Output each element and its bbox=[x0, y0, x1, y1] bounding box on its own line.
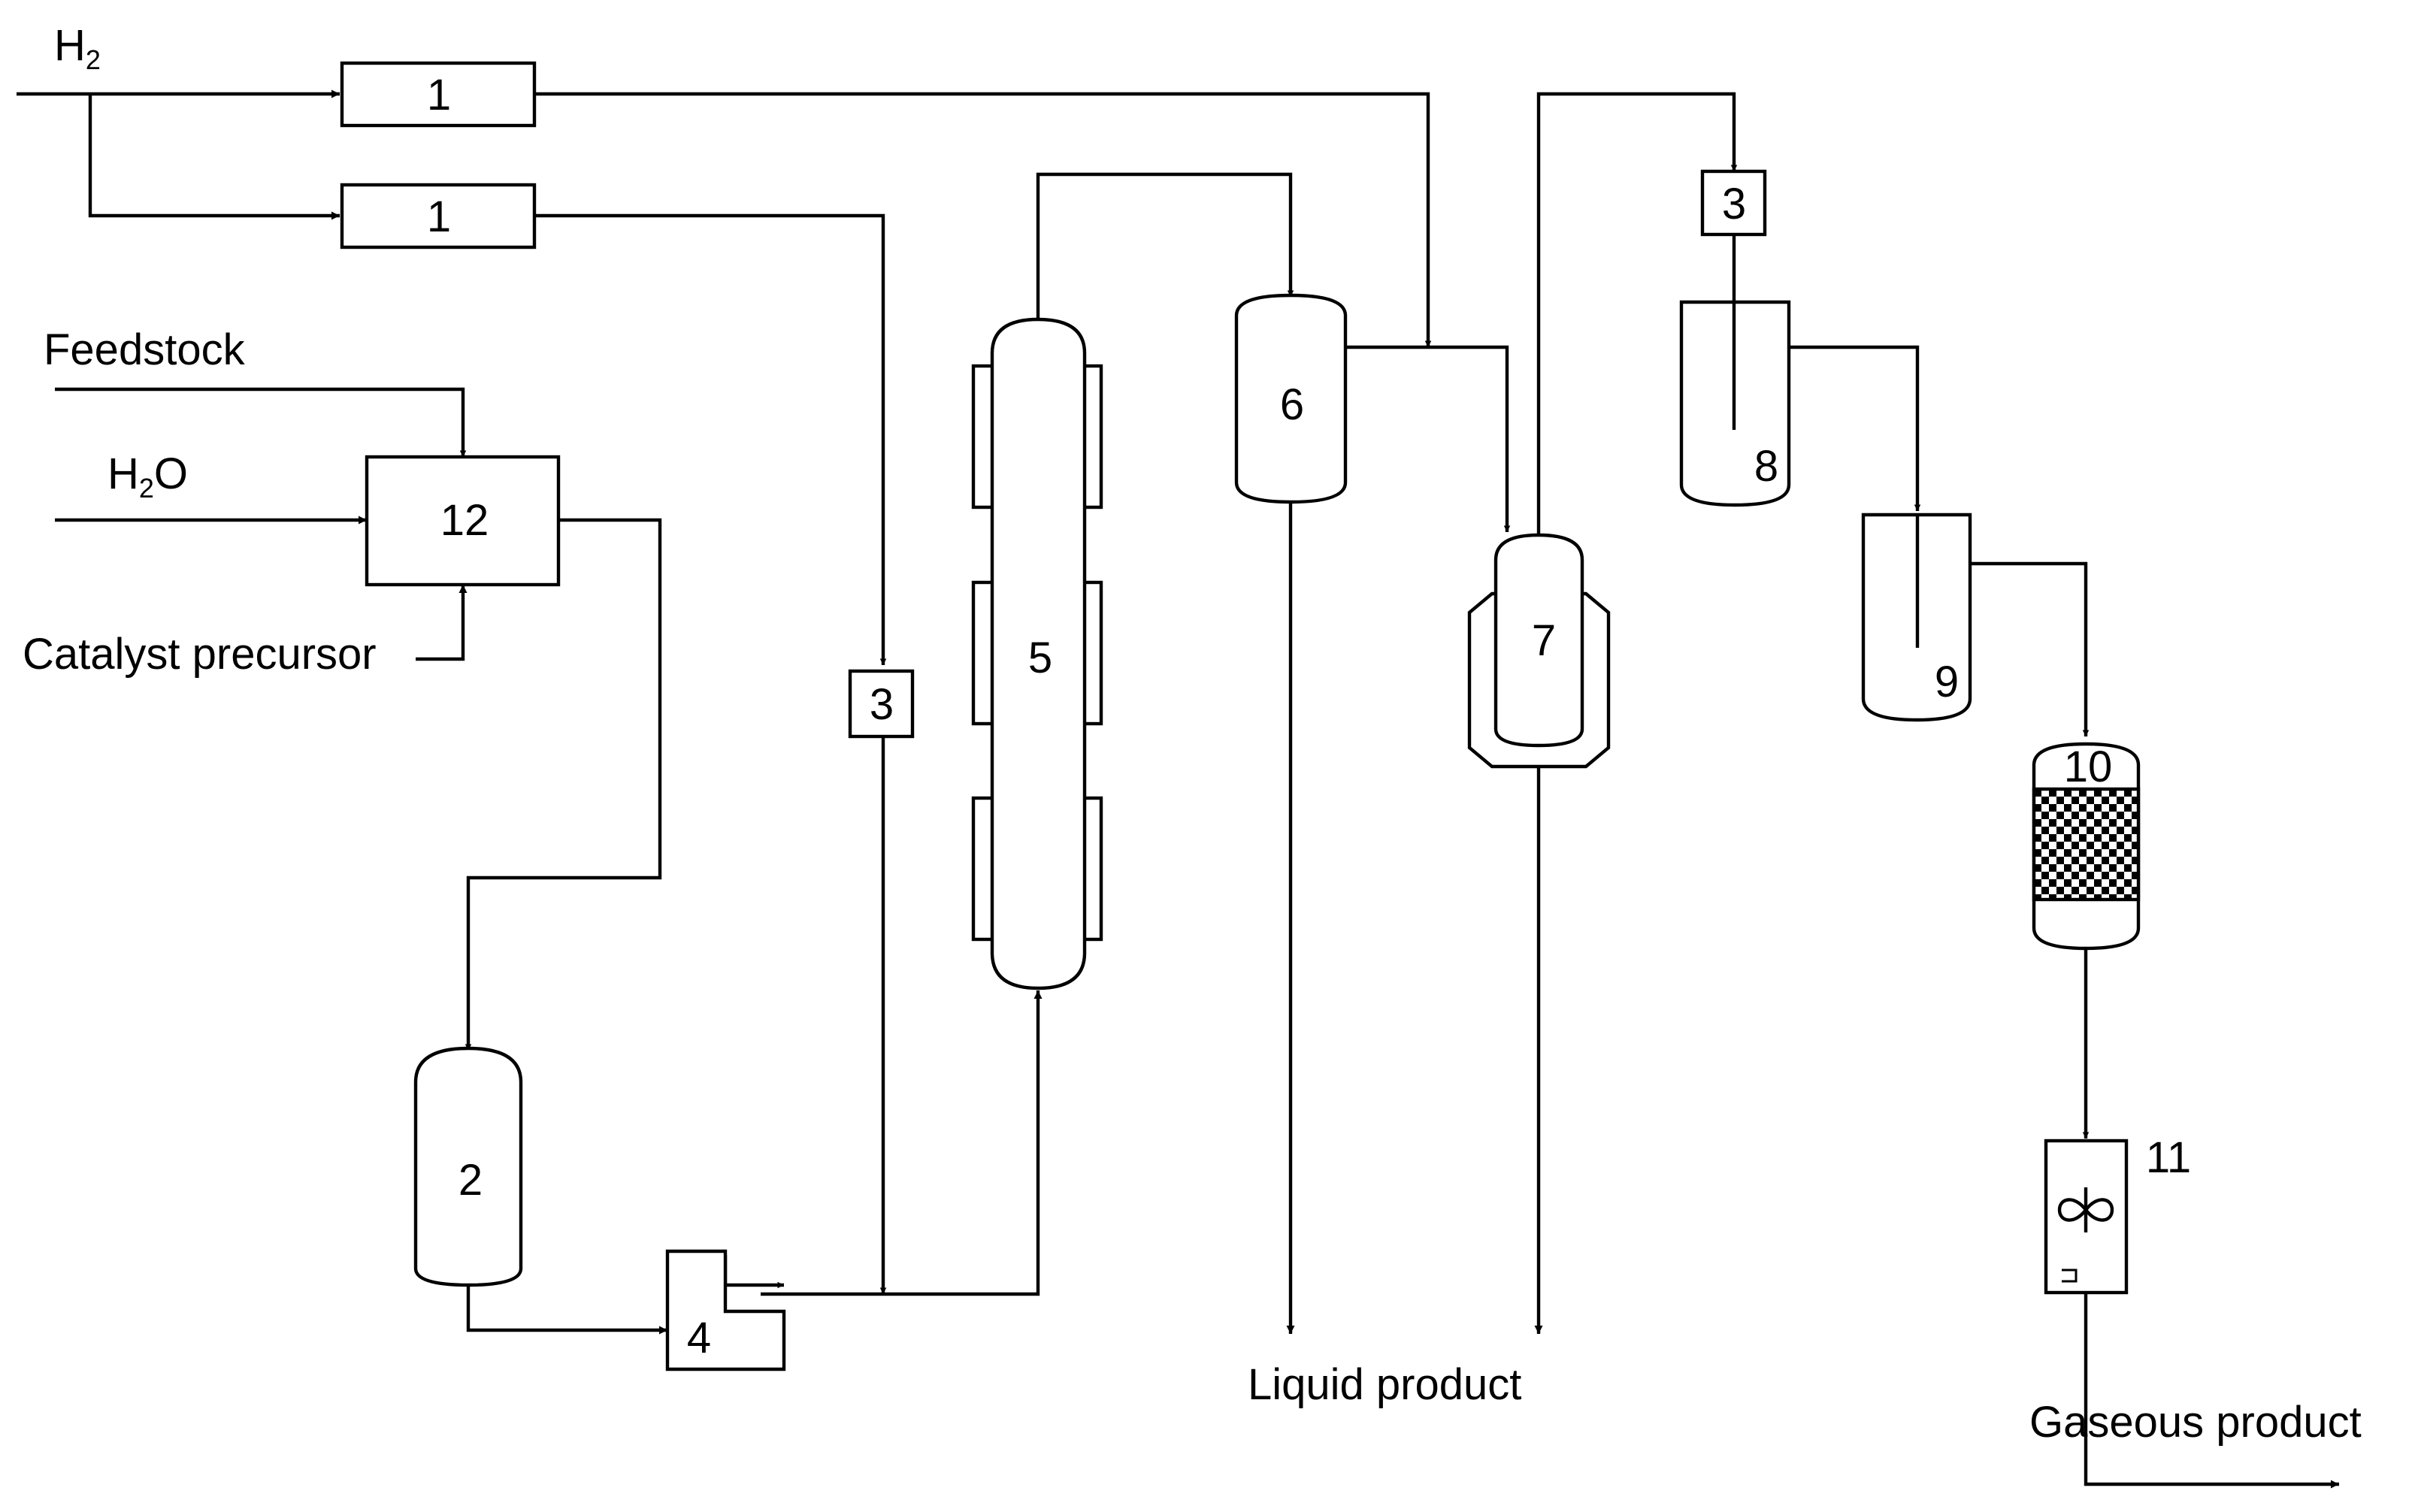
feedstock-label: Feedstock bbox=[44, 325, 246, 374]
unit-2-tank: 2 bbox=[413, 1046, 523, 1287]
piping bbox=[17, 89, 2339, 1489]
unit-4-pump: 4 bbox=[665, 1249, 786, 1371]
unit-12-label: 12 bbox=[440, 496, 489, 545]
unit-2-label: 2 bbox=[458, 1156, 483, 1205]
h2-to-meter bbox=[534, 213, 887, 665]
gaseous-product-label: Gaseous product bbox=[2029, 1398, 2362, 1447]
unit-1-bottom: 1 bbox=[340, 183, 537, 249]
unit-3-right: 3 bbox=[1700, 169, 1767, 237]
unit-7-vessel: 7 bbox=[1467, 533, 1611, 769]
unit-10-label: 10 bbox=[2064, 742, 2113, 791]
unit-12-mixer: 12 bbox=[365, 455, 561, 587]
eight-to-nine bbox=[1789, 345, 1921, 511]
mixer-to-tank bbox=[465, 518, 662, 1051]
unit-5-reactor: 5 bbox=[971, 317, 1103, 990]
impeller-icon bbox=[2057, 1198, 2114, 1222]
h2-line-branch bbox=[88, 94, 340, 220]
nine-to-ten bbox=[1970, 561, 2090, 736]
feedstock-line bbox=[55, 387, 467, 457]
h2-label: H2 bbox=[54, 21, 101, 75]
unit-4-label: 4 bbox=[687, 1314, 711, 1362]
catalyst-precursor-label: Catalyst precursor bbox=[23, 630, 377, 679]
unit-3-left-label: 3 bbox=[870, 680, 894, 729]
unit-11-gas-meter: 11 bbox=[2044, 1133, 2191, 1295]
unit-1-top-label: 1 bbox=[427, 71, 451, 119]
unit-10-adsorber: 10 bbox=[2032, 742, 2141, 951]
unit-7-label: 7 bbox=[1532, 616, 1556, 665]
liquid-product-label: Liquid product bbox=[1248, 1360, 1521, 1409]
unit-3-right-label: 3 bbox=[1722, 180, 1746, 228]
seven-to-meter bbox=[1536, 92, 1738, 535]
h2-to-mix bbox=[534, 92, 1432, 347]
unit-8-label: 8 bbox=[1754, 442, 1778, 491]
unit-9-label: 9 bbox=[1935, 658, 1959, 706]
gaseous-outlet bbox=[2084, 1293, 2339, 1489]
unit-5-label: 5 bbox=[1028, 634, 1052, 682]
unit-11-label: 11 bbox=[2146, 1133, 2191, 1182]
unit-9-scrubber: 9 bbox=[1861, 513, 1972, 722]
separator-to-seven bbox=[1345, 345, 1511, 532]
unit-1-top: 1 bbox=[340, 61, 537, 128]
unit-8-scrubber: 8 bbox=[1679, 300, 1791, 507]
reactor-to-separator bbox=[1036, 172, 1294, 325]
pump-nozzle bbox=[723, 1255, 784, 1289]
catalyst-line bbox=[416, 585, 468, 661]
water-label: H2O bbox=[107, 449, 188, 503]
adsorbent-bed bbox=[2032, 787, 2141, 902]
unit-6-separator: 6 bbox=[1234, 293, 1348, 504]
unit-6-label: 6 bbox=[1280, 380, 1304, 429]
pump-to-reactor bbox=[761, 990, 1043, 1296]
unit-1-bottom-label: 1 bbox=[427, 192, 451, 241]
tank-to-pump bbox=[466, 1285, 667, 1335]
unit-3-left: 3 bbox=[848, 669, 915, 739]
